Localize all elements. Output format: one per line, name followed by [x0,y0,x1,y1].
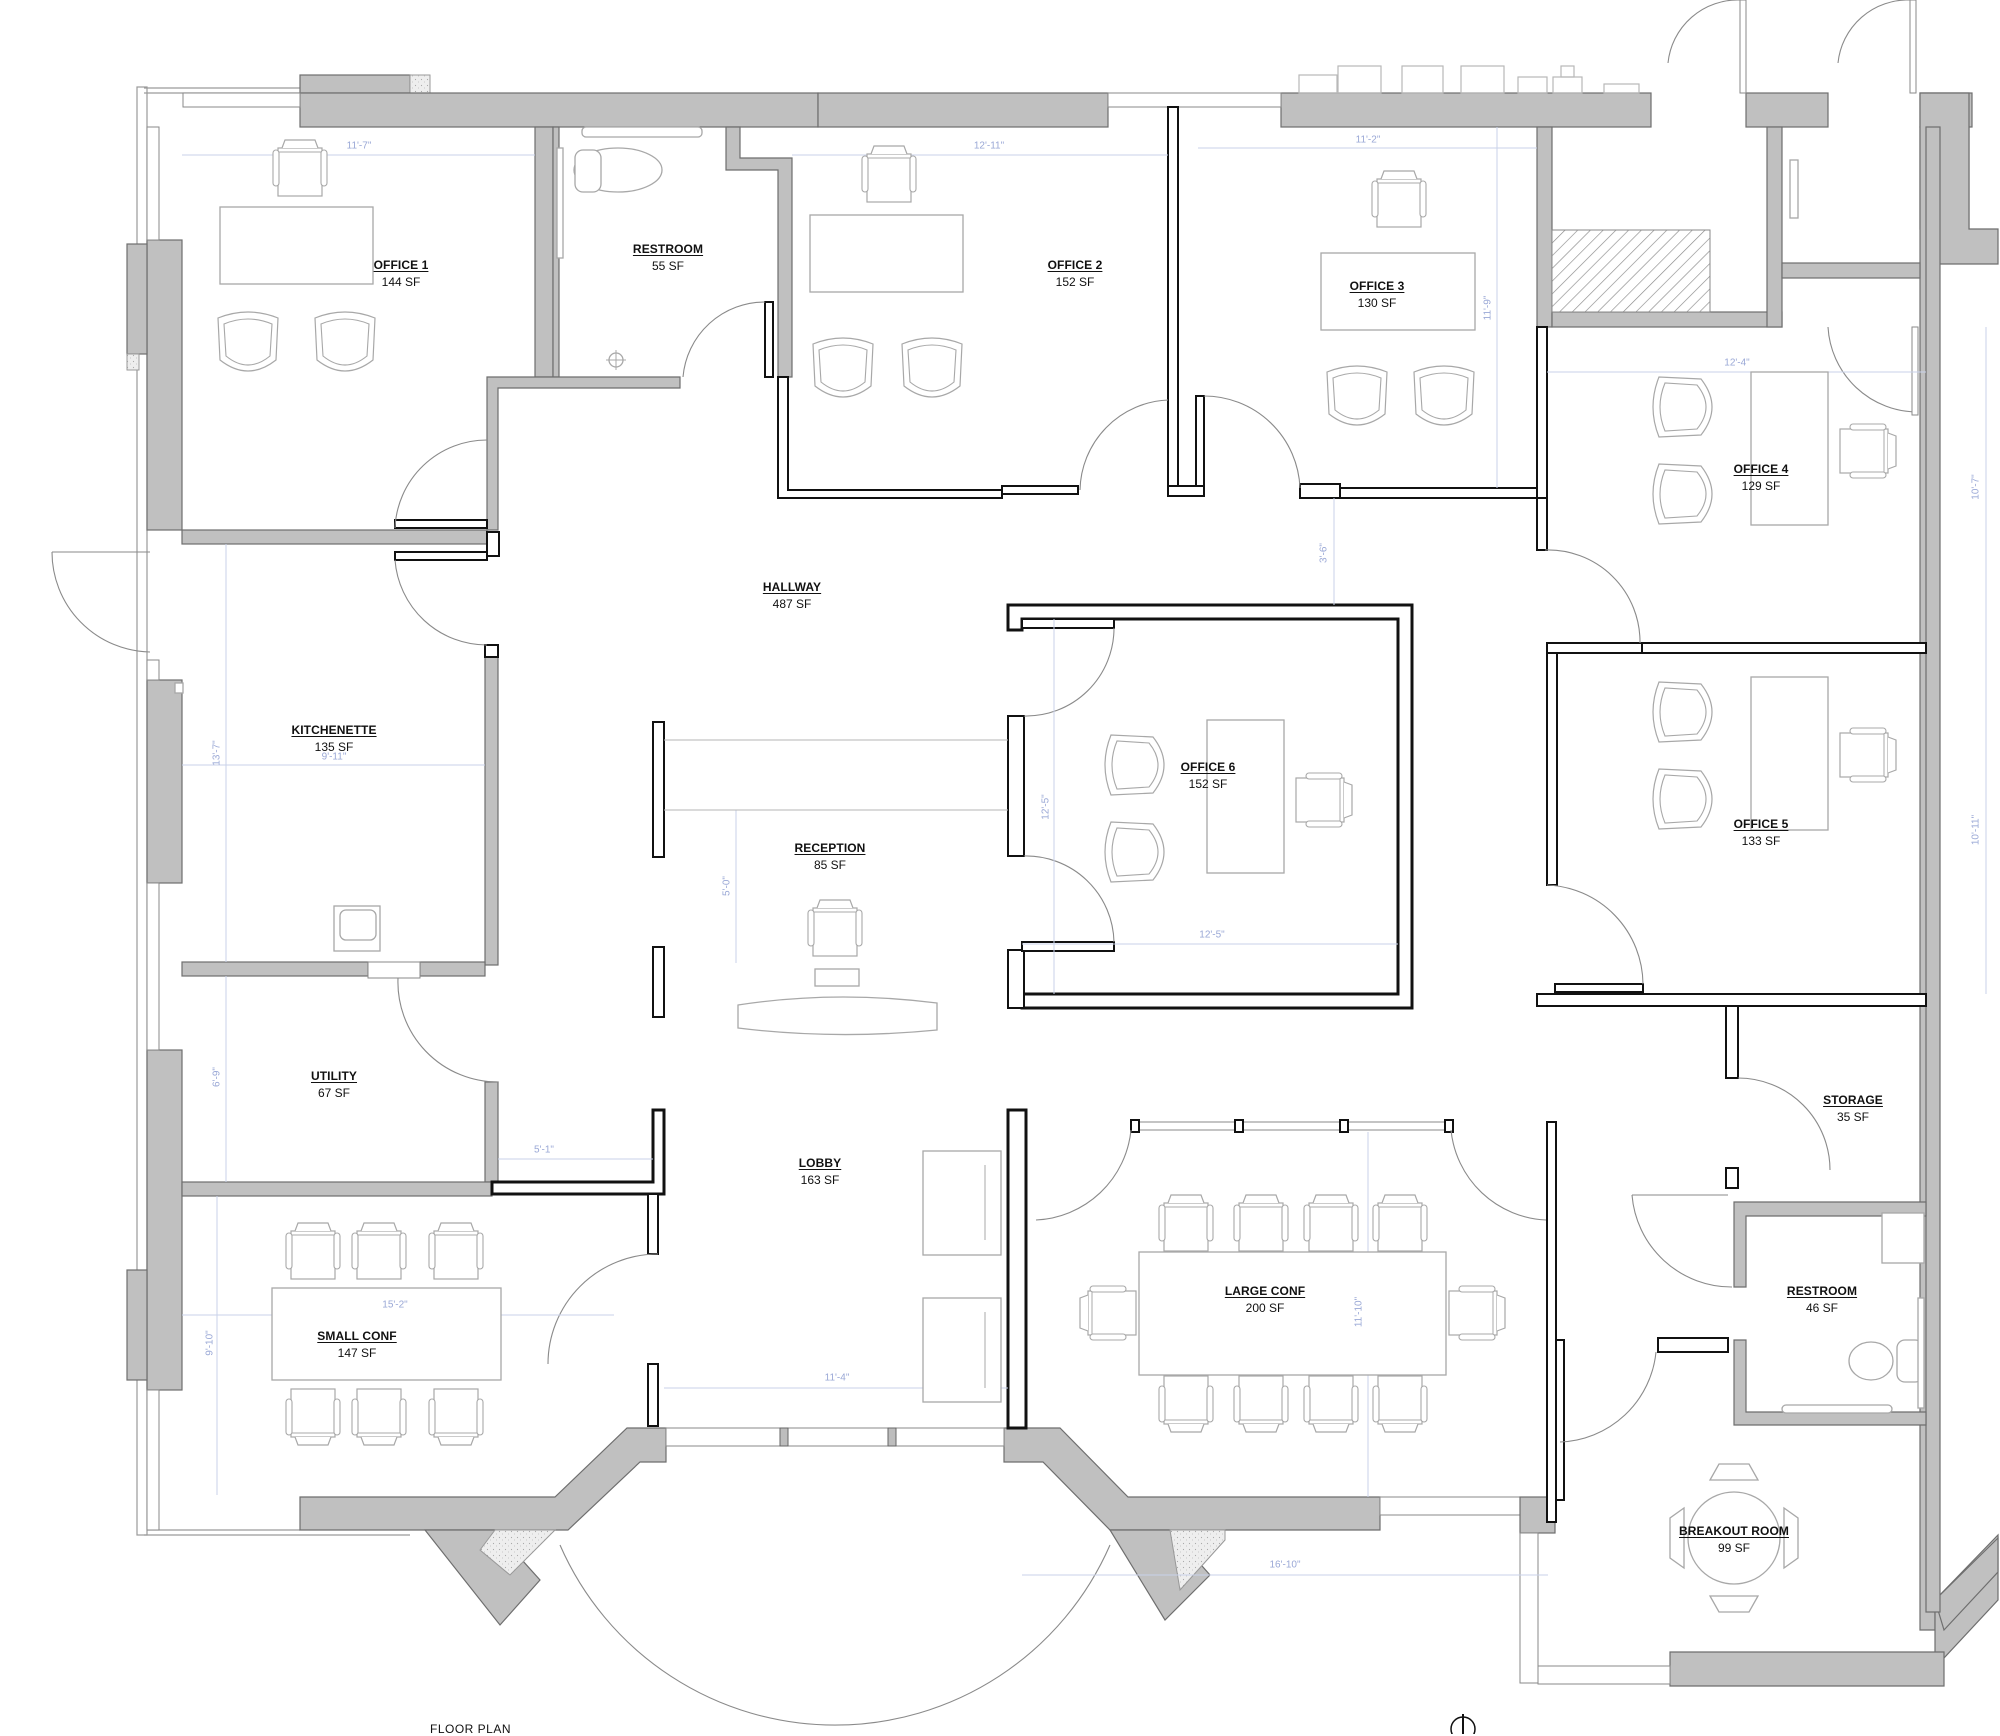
room-name: RESTROOM [1786,1284,1858,1298]
room-label-restroom-1: RESTROOM 55 SF [633,243,703,272]
room-area: 55 SF [651,259,685,273]
north-arrow-icon [1450,1714,1476,1734]
room-label-breakout: BREAKOUT ROOM 99 SF [1679,1525,1789,1554]
room-name: HALLWAY [762,580,822,594]
room-area: 487 SF [772,597,812,611]
room-label-utility: UTILITY 67 SF [311,1070,357,1099]
room-area: 46 SF [1805,1301,1839,1315]
room-label-small-conf: SMALL CONF 147 SF [317,1330,396,1359]
exterior-fixtures [1298,65,1640,94]
room-name: LOBBY [798,1156,842,1170]
dimension-label: 12'-4" [1724,357,1750,369]
exterior-walls [51,65,1999,1726]
plan-title: FLOOR PLAN [430,1722,512,1736]
dimension-label: 3'-6" [1318,543,1330,563]
dimension-label: 12'-5" [1040,794,1052,820]
room-area: 147 SF [337,1346,377,1360]
room-name: OFFICE 4 [1733,462,1789,476]
room-name: SMALL CONF [317,1329,397,1343]
room-area: 129 SF [1741,479,1781,493]
dimension-label: 15'-2" [382,1299,408,1311]
dimension-label: 11'-10" [1353,1296,1365,1328]
room-name: OFFICE 6 [1180,760,1236,774]
room-area: 152 SF [1055,275,1095,289]
room-name: KITCHENETTE [291,723,377,737]
room-label-office-5: OFFICE 5 133 SF [1734,818,1789,847]
room-label-restroom-2: RESTROOM 46 SF [1787,1285,1857,1314]
room-name: STORAGE [1823,1093,1883,1107]
room-label-lobby: LOBBY 163 SF [799,1157,842,1186]
dimension-label: 16'-10" [1269,1559,1301,1571]
dimension-label: 5'-1" [534,1144,554,1156]
room-label-office-1: OFFICE 1 144 SF [374,259,429,288]
dimension-label: 10'-11" [1970,814,1982,846]
dimension-lines [182,127,1987,1576]
room-area: 135 SF [314,740,354,754]
room-area: 163 SF [800,1173,840,1187]
room-area: 67 SF [317,1086,350,1100]
room-name: OFFICE 5 [1733,817,1789,831]
dimension-label: 13'-7" [211,740,223,766]
room-area: 130 SF [1357,296,1397,310]
room-label-hallway: HALLWAY 487 SF [763,581,821,610]
room-label-office-2: OFFICE 2 152 SF [1048,259,1103,288]
room-name: OFFICE 3 [1349,279,1405,293]
room-label-large-conf: LARGE CONF 200 SF [1225,1285,1305,1314]
dimension-label: 11'-4" [824,1372,850,1384]
room-label-storage: STORAGE 35 SF [1823,1094,1883,1123]
dimension-label: 10'-7" [1970,474,1982,500]
room-name: OFFICE 2 [1047,258,1103,272]
dimension-label: 9'-10" [204,1330,216,1356]
room-area: 35 SF [1836,1110,1870,1124]
furniture [174,126,1925,1613]
room-area: 133 SF [1741,834,1781,848]
room-area: 200 SF [1245,1301,1285,1315]
dimension-label: 12'-5" [1199,929,1225,941]
room-label-office-6: OFFICE 6 152 SF [1181,761,1236,790]
room-area: 144 SF [381,275,421,289]
dimension-label: 9'-11" [321,751,347,763]
room-area: 99 SF [1717,1541,1750,1555]
room-name: BREAKOUT ROOM [1679,1524,1789,1538]
interior-walls [181,126,1941,1613]
door-swings [394,0,1919,1443]
room-name: UTILITY [310,1069,358,1083]
dimension-label: 5'-0" [721,876,733,896]
dimension-label: 11'-2" [1355,134,1381,146]
room-name: LARGE CONF [1224,1284,1306,1298]
room-label-office-4: OFFICE 4 129 SF [1734,463,1789,492]
room-area: 152 SF [1188,777,1228,791]
room-area: 85 SF [813,858,847,872]
partitions [394,106,1927,1523]
room-name: OFFICE 1 [373,258,429,272]
dimension-label: 12'-11" [973,140,1005,152]
room-label-kitchenette: KITCHENETTE 135 SF [291,724,376,753]
dimension-label: 11'-9" [1482,295,1494,321]
room-name: RECEPTION [794,841,866,855]
dimension-label: 6'-9" [211,1067,223,1087]
room-name: RESTROOM [632,242,704,256]
room-label-office-3: OFFICE 3 130 SF [1350,280,1405,309]
room-label-reception: RECEPTION 85 SF [795,842,866,871]
dimension-label: 11'-7" [346,140,372,152]
